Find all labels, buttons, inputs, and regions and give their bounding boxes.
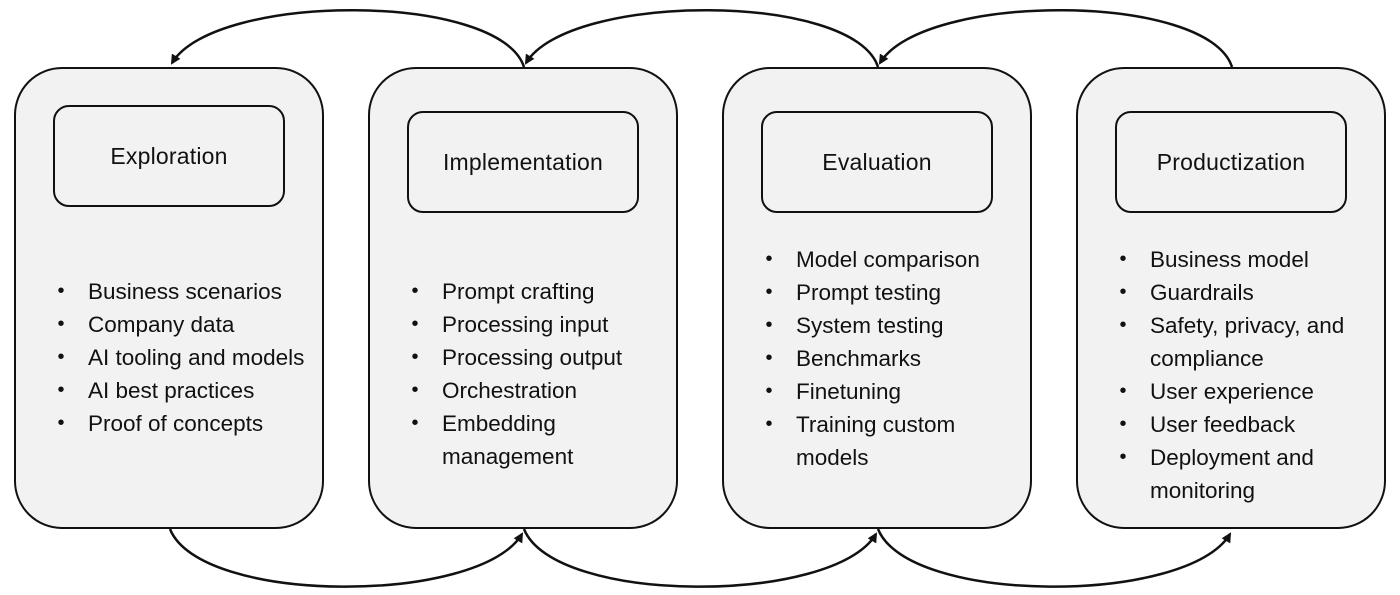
bullet-icon: • [411,379,419,401]
list-item: • User feedback [1116,408,1378,441]
list-item-text: Finetuning [796,379,902,404]
stage-title-exploration: Exploration [53,105,285,207]
list-item: • Company data [54,308,316,341]
list-item-text: Training custom models [796,412,956,470]
bullet-icon: • [765,281,773,303]
list-item-text: Processing output [442,345,623,370]
list-item-text: AI tooling and models [88,345,305,370]
stage-items-implementation: • Prompt crafting • Processing input • Proces… [408,275,670,473]
list-item-text: Prompt crafting [442,279,595,304]
bullet-icon: • [1119,446,1127,468]
list-item: • Embedding management [408,407,670,473]
stage-title-productization: Productization [1115,111,1347,213]
stage-title-evaluation: Evaluation [761,111,993,213]
list-item: • Processing input [408,308,670,341]
list-item-text: Embedding management [442,411,574,469]
back-arrow-implementation-to-exploration [170,9,526,68]
list-item-text: Guardrails [1150,280,1254,305]
list-item: • Guardrails [1116,276,1378,309]
list-item-text: Proof of concepts [88,411,264,436]
list-item-text: Prompt testing [796,280,942,305]
bullet-icon: • [411,412,419,434]
list-item-text: Business model [1150,247,1309,272]
bullet-icon: • [411,280,419,302]
bullet-icon: • [57,412,65,434]
list-item: • Prompt crafting [408,275,670,308]
list-item-text: Business scenarios [88,279,282,304]
list-item: • User experience [1116,375,1378,408]
stage-items-productization: • Business model • Guardrails • Safety, priva… [1116,243,1378,507]
bullet-icon: • [1119,248,1127,270]
list-item: • Business scenarios [54,275,316,308]
back-arrow-productization-to-evaluation [878,9,1234,68]
list-item: • Proof of concepts [54,407,316,440]
bullet-icon: • [411,346,419,368]
bullet-icon: • [765,314,773,336]
stage-exploration: Exploration • Business scenarios • Company … [14,67,324,529]
stage-items-evaluation: • Model comparison • Prompt testing • System … [762,243,1024,474]
list-item: • System testing [762,309,1024,342]
list-item: • Business model [1116,243,1378,276]
bullet-icon: • [57,379,65,401]
list-item: • Prompt testing [762,276,1024,309]
list-item-text: System testing [796,313,944,338]
list-item-text: Deployment and monitoring [1150,445,1314,503]
list-item-text: Safety, privacy, and compliance [1150,313,1345,371]
bullet-icon: • [765,413,773,435]
bullet-icon: • [1119,413,1127,435]
list-item-text: User feedback [1150,412,1296,437]
forward-arrow-implementation-to-evaluation [522,528,878,588]
list-item-text: Company data [88,312,235,337]
bullet-icon: • [411,313,419,335]
list-item-text: Benchmarks [796,346,922,371]
bullet-icon: • [1119,380,1127,402]
bullet-icon: • [765,347,773,369]
list-item-text: AI best practices [88,378,255,403]
bullet-icon: • [57,346,65,368]
list-item-text: User experience [1150,379,1314,404]
bullet-icon: • [57,280,65,302]
list-item: • Processing output [408,341,670,374]
list-item-text: Model comparison [796,247,980,272]
bullet-icon: • [1119,281,1127,303]
bullet-icon: • [765,380,773,402]
stage-productization: Productization • Business model • Guardrail… [1076,67,1386,529]
list-item: • Orchestration [408,374,670,407]
stage-title-implementation: Implementation [407,111,639,213]
stage-items-exploration: • Business scenarios • Company data • AI tool… [54,275,316,440]
forward-arrow-exploration-to-implementation [168,528,524,588]
list-item: • AI best practices [54,374,316,407]
bullet-icon: • [765,248,773,270]
list-item: • Finetuning [762,375,1024,408]
back-arrow-evaluation-to-implementation [524,9,880,68]
list-item: • Safety, privacy, and compliance [1116,309,1378,375]
bullet-icon: • [57,313,65,335]
list-item: • Training custom models [762,408,1024,474]
forward-arrow-evaluation-to-productization [876,528,1232,588]
list-item: • Benchmarks [762,342,1024,375]
bullet-icon: • [1119,314,1127,336]
stage-implementation: Implementation • Prompt crafting • Processi… [368,67,678,529]
list-item: • AI tooling and models [54,341,316,374]
list-item-text: Orchestration [442,378,578,403]
stage-evaluation: Evaluation • Model comparison • Prompt test… [722,67,1032,529]
list-item: • Deployment and monitoring [1116,441,1378,507]
list-item: • Model comparison [762,243,1024,276]
list-item-text: Processing input [442,312,609,337]
